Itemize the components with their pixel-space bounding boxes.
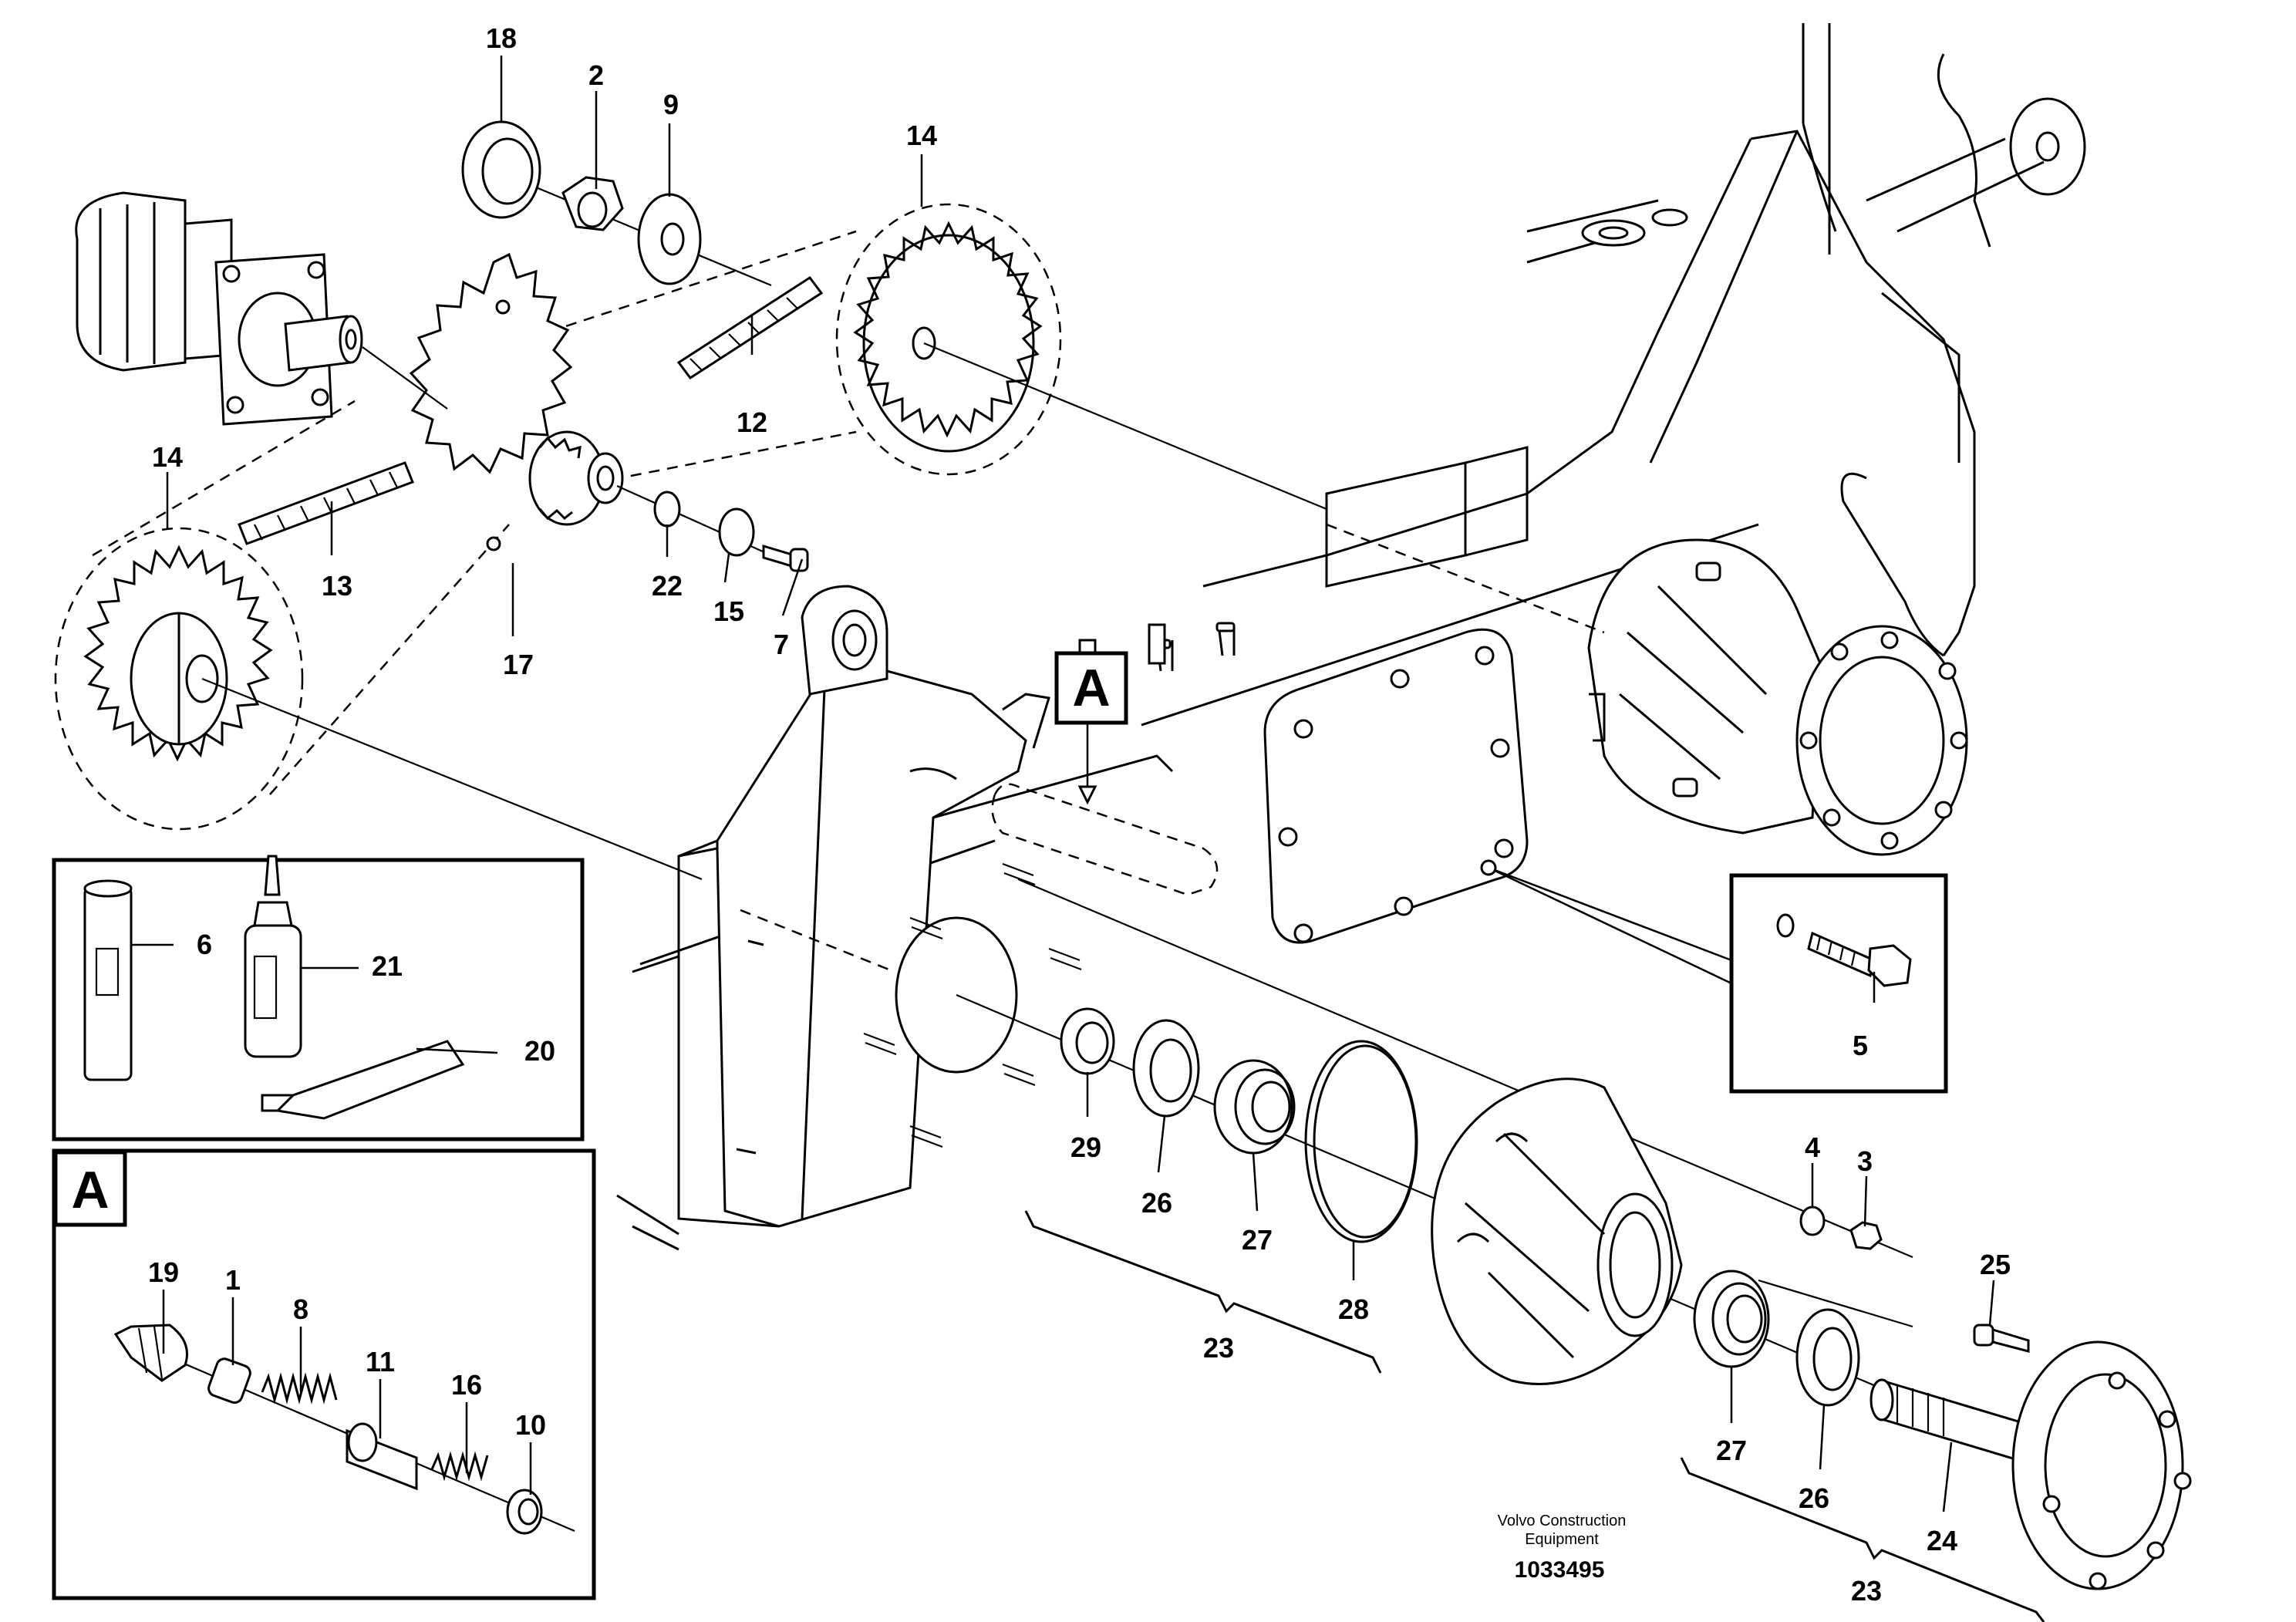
label-19: 19 bbox=[148, 1256, 179, 1288]
label-22: 22 bbox=[652, 570, 683, 602]
label-27-a: 27 bbox=[1242, 1224, 1273, 1256]
label-4: 4 bbox=[1805, 1131, 1820, 1163]
chain-lower bbox=[238, 461, 414, 545]
label-14-left: 14 bbox=[152, 441, 183, 473]
bearing-27-a bbox=[1213, 1059, 1296, 1155]
label-12: 12 bbox=[737, 406, 767, 438]
seal-26-a bbox=[1132, 1019, 1200, 1118]
brand-line-2: Equipment bbox=[1525, 1531, 1599, 1548]
leader-lines bbox=[166, 56, 1995, 1512]
seal-29 bbox=[1060, 1007, 1115, 1075]
label-23-b: 23 bbox=[1851, 1575, 1882, 1607]
view-a-marker-box bbox=[1054, 651, 1128, 725]
washer-22 bbox=[653, 491, 681, 528]
label-25: 25 bbox=[1980, 1249, 2011, 1280]
large-sprocket-left bbox=[54, 527, 304, 831]
seal-18 bbox=[461, 120, 541, 219]
label-28: 28 bbox=[1338, 1293, 1369, 1325]
part-labels: 18 2 9 14 14 12 13 17 22 15 7 6 21 20 5 … bbox=[148, 22, 2011, 1607]
machine-frame bbox=[639, 23, 2086, 966]
label-2: 2 bbox=[588, 59, 604, 91]
inset-bolt-detail bbox=[1480, 859, 1948, 1094]
chain-envelope bbox=[92, 230, 857, 795]
bolt-7 bbox=[762, 544, 809, 572]
label-11: 11 bbox=[366, 1346, 395, 1378]
axle-shaft-24 bbox=[1870, 1340, 2192, 1590]
inset-consumables bbox=[52, 855, 585, 1141]
label-23-a: 23 bbox=[1203, 1332, 1234, 1364]
nut-3 bbox=[1849, 1221, 1883, 1250]
washer-15 bbox=[718, 508, 755, 557]
view-a-box-letter: A bbox=[71, 1161, 109, 1219]
view-a-marker-letter: A bbox=[1072, 659, 1110, 717]
label-3: 3 bbox=[1857, 1145, 1873, 1177]
label-8: 8 bbox=[293, 1293, 308, 1325]
label-27-b: 27 bbox=[1716, 1435, 1747, 1466]
label-14-top: 14 bbox=[906, 120, 937, 151]
label-17: 17 bbox=[503, 649, 534, 680]
nut-2 bbox=[561, 176, 624, 231]
inset-a-valve bbox=[52, 1148, 596, 1600]
hub-studs bbox=[1799, 631, 1968, 850]
label-24: 24 bbox=[1927, 1525, 1957, 1556]
housing-studs bbox=[863, 862, 1082, 1148]
label-6: 6 bbox=[197, 929, 212, 960]
label-7: 7 bbox=[774, 629, 789, 660]
washer-4 bbox=[1799, 1206, 1826, 1236]
seal-26-b bbox=[1795, 1308, 1860, 1407]
group-bracket-23-b bbox=[1680, 1457, 2045, 1622]
washer-9 bbox=[637, 193, 702, 285]
label-15: 15 bbox=[713, 595, 744, 627]
bolt-25 bbox=[1973, 1324, 2030, 1353]
drive-sprocket bbox=[409, 252, 624, 551]
label-9: 9 bbox=[663, 89, 679, 120]
cover-plate bbox=[1263, 628, 1529, 944]
label-5: 5 bbox=[1853, 1030, 1868, 1061]
group-bracket-23-a bbox=[1024, 1210, 1382, 1374]
hidden-shaft bbox=[991, 783, 1219, 896]
drawing-footer: Volvo Construction Equipment 1033495 bbox=[1498, 1512, 1627, 1583]
label-21: 21 bbox=[372, 950, 403, 982]
bearing-27-b bbox=[1693, 1270, 1770, 1368]
label-13: 13 bbox=[322, 570, 352, 602]
label-10: 10 bbox=[515, 1409, 546, 1441]
large-sprocket-right bbox=[835, 203, 1062, 476]
label-1: 1 bbox=[225, 1264, 241, 1296]
wheel-hub-assembled bbox=[1587, 538, 1968, 856]
wheel-hub-housing bbox=[1431, 1077, 1683, 1385]
label-26-a: 26 bbox=[1141, 1187, 1172, 1219]
label-26-b: 26 bbox=[1799, 1482, 1829, 1514]
label-29: 29 bbox=[1070, 1131, 1101, 1163]
cover-bolts bbox=[1278, 646, 1514, 943]
drawing-number: 1033495 bbox=[1515, 1557, 1605, 1583]
label-18: 18 bbox=[486, 22, 517, 54]
hydraulic-motor bbox=[75, 191, 363, 426]
brand-line-1: Volvo Construction bbox=[1498, 1512, 1627, 1529]
label-16: 16 bbox=[451, 1369, 482, 1401]
label-20: 20 bbox=[524, 1035, 555, 1067]
chain-upper bbox=[676, 275, 824, 380]
o-ring-28 bbox=[1304, 1040, 1418, 1243]
